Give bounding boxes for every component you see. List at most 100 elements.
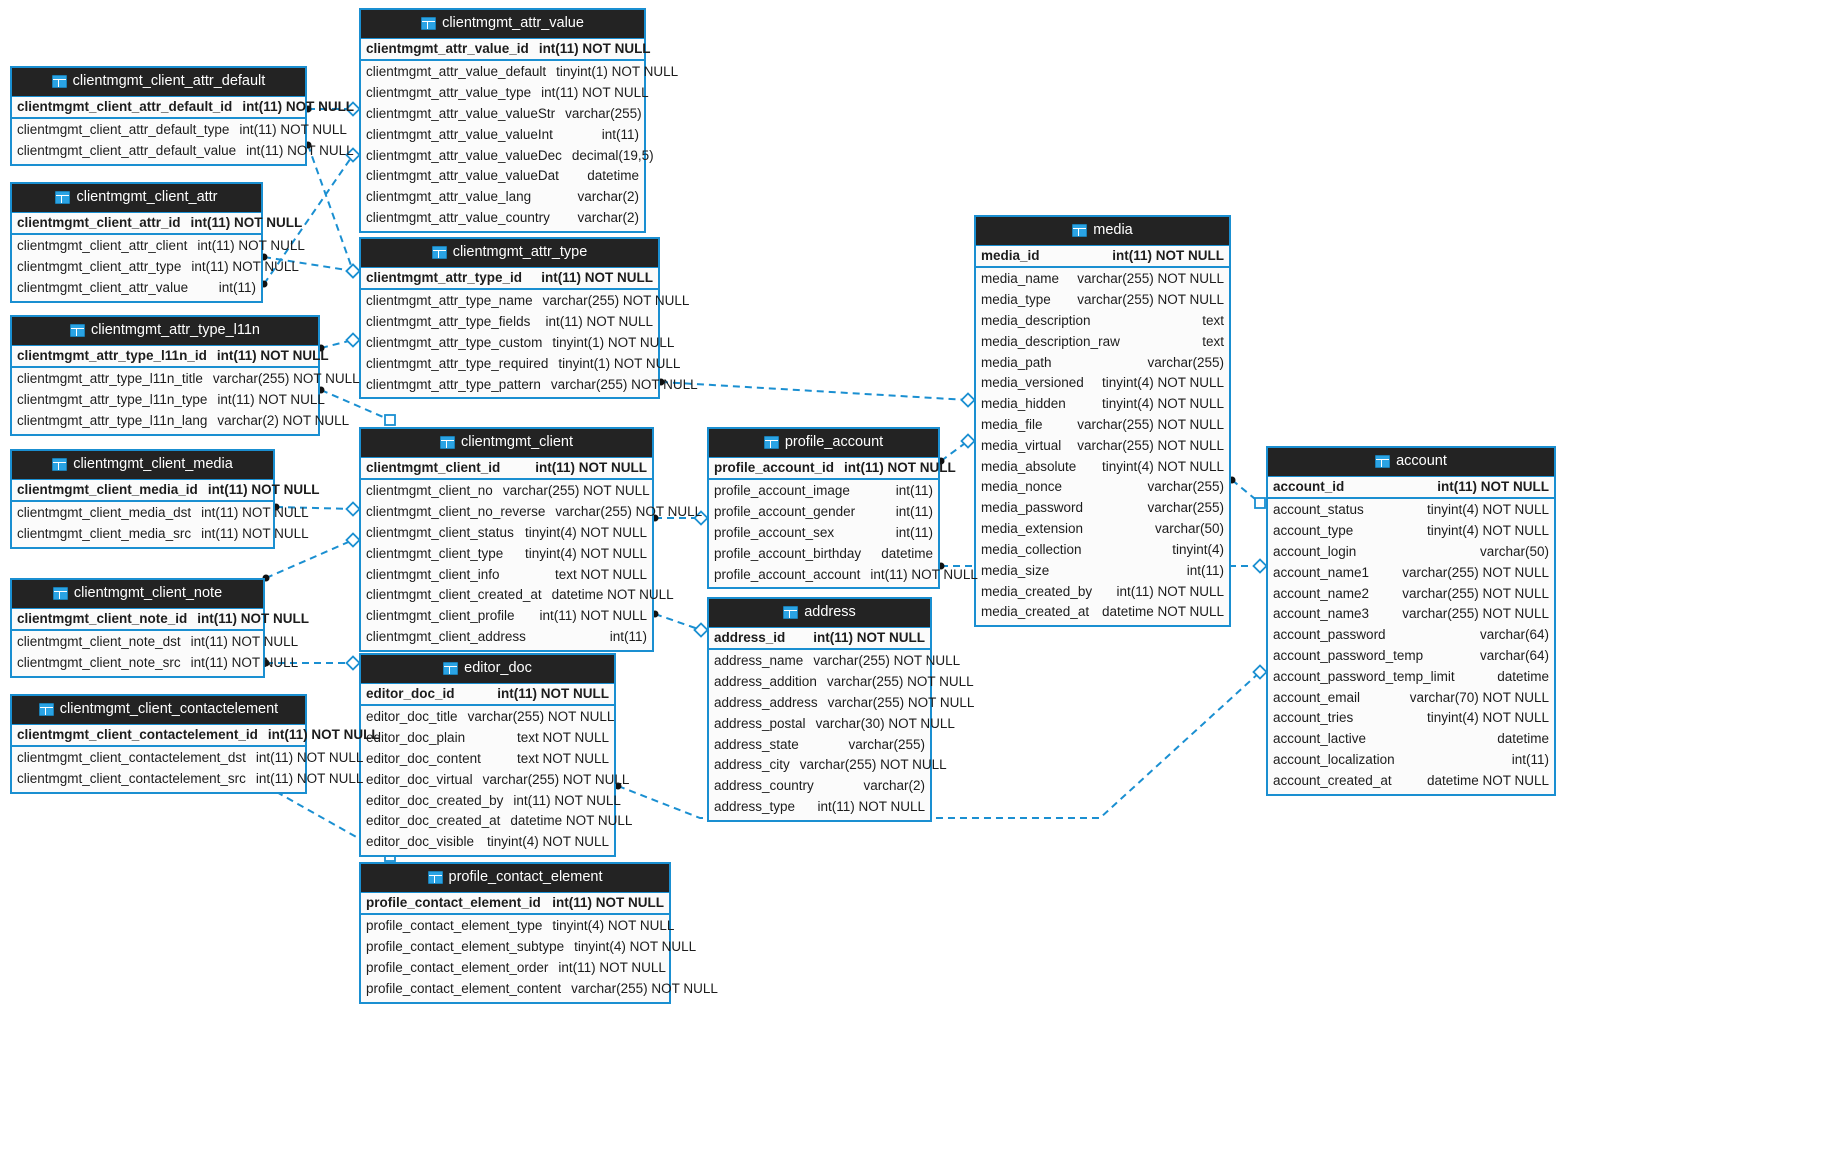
column-type: int(11) NOT NULL [538, 40, 651, 56]
table-icon [70, 323, 85, 337]
column-type: varchar(64) [1479, 627, 1549, 643]
column-name: media_nonce [981, 479, 1063, 495]
column-type: int(11) NOT NULL [190, 655, 299, 671]
table-header-account: account [1268, 448, 1554, 476]
column-row: media_nonce varchar(255) [976, 477, 1229, 498]
column-name: account_email [1273, 689, 1361, 705]
column-type: tinyint(1) NOT NULL [558, 355, 681, 371]
column-type: int(11) NOT NULL [267, 726, 380, 742]
relationship-line [307, 144, 354, 272]
column-type: tinyint(4) [1172, 541, 1224, 557]
relationship-line [1231, 479, 1261, 504]
table-title: clientmgmt_client_attr_default [72, 73, 266, 89]
column-type: varchar(30) NOT NULL [815, 715, 955, 731]
column-name: profile_account_birthday [714, 545, 862, 561]
column-type: int(11) NOT NULL [190, 214, 303, 230]
column-name: media_extension [981, 521, 1084, 537]
column-type: varchar(255) NOT NULL [1077, 417, 1224, 432]
column-type: int(11) NOT NULL [216, 347, 329, 363]
column-name: clientmgmt_client_attr_type [17, 259, 182, 275]
column-name: media_id [981, 247, 1040, 263]
column-type: int(11) [895, 524, 933, 540]
column-type: varchar(255) NOT NULL [550, 376, 698, 392]
column-name: profile_contact_element_content [366, 980, 562, 996]
column-type: varchar(255) NOT NULL [1077, 271, 1224, 287]
column-name: clientmgmt_attr_type_custom [366, 334, 543, 350]
column-name: clientmgmt_client_contactelement_src [17, 771, 246, 787]
column-name: account_name1 [1273, 564, 1370, 580]
column-name: clientmgmt_client_media_dst [17, 505, 192, 521]
column-name: profile_account_gender [714, 504, 856, 520]
column-type: int(11) NOT NULL [558, 959, 666, 975]
column-name: account_password [1273, 627, 1386, 643]
column-type: tinyint(1) NOT NULL [556, 64, 679, 80]
column-type: varchar(70) NOT NULL [1409, 689, 1549, 705]
column-name: clientmgmt_attr_value_valueStr [366, 105, 556, 121]
column-type: datetime NOT NULL [510, 813, 633, 829]
column-name: media_versioned [981, 375, 1084, 391]
table-profile_contact_element[interactable]: profile_contact_element profile_contact_e… [359, 862, 718, 1004]
table-clientmgmt_client_attr[interactable]: clientmgmt_client_attr clientmgmt_client_… [10, 182, 305, 303]
column-type: datetime NOT NULL [1426, 772, 1549, 788]
column-type: int(11) NOT NULL [246, 143, 354, 159]
column-type: varchar(255) [1147, 479, 1224, 495]
column-name: address_address [714, 694, 818, 710]
column-name: account_login [1273, 543, 1357, 559]
column-type: text NOT NULL [516, 730, 609, 746]
table-title: profile_contact_element [448, 869, 603, 885]
column-name: account_name2 [1273, 585, 1370, 601]
column-type: varchar(255) NOT NULL [826, 674, 974, 690]
column-type: int(11) NOT NULL [190, 634, 299, 650]
column-type: varchar(2) [863, 778, 925, 794]
column-type: varchar(2) [577, 210, 639, 225]
column-name: clientmgmt_attr_type_id [366, 269, 523, 285]
table-header-clientmgmt_client_attr: clientmgmt_client_attr [12, 184, 261, 212]
column-type: varchar(255) NOT NULL [1402, 606, 1549, 622]
column-name: clientmgmt_attr_value_id [366, 40, 529, 56]
column-type: int(11) NOT NULL [201, 505, 309, 521]
